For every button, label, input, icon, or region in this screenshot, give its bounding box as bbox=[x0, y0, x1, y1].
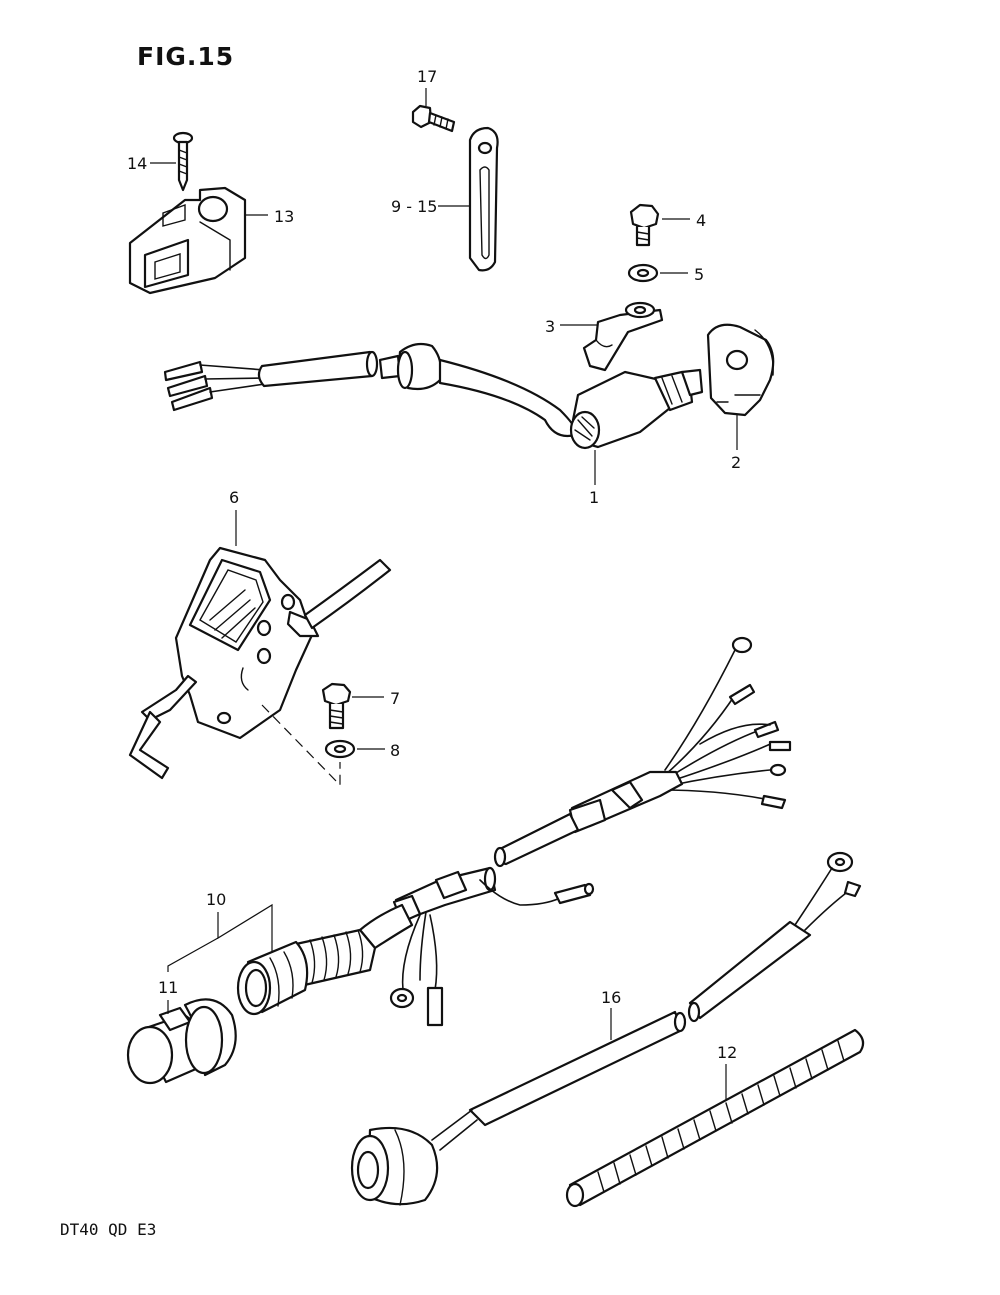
part-9-15-strap bbox=[468, 126, 499, 272]
part-7-bolt bbox=[321, 682, 352, 730]
callout-11: 11 bbox=[158, 978, 178, 997]
part-4-bolt bbox=[629, 203, 660, 247]
figure-title: FIG.15 bbox=[137, 42, 235, 71]
callout-12: 12 bbox=[717, 1043, 737, 1062]
callout-16: 16 bbox=[601, 988, 621, 1007]
part-10-main-harness bbox=[236, 636, 792, 1027]
part-8-washer bbox=[324, 739, 356, 759]
callout-17: 17 bbox=[417, 67, 437, 86]
callout-8: 8 bbox=[390, 741, 400, 760]
part-13-cord-clamp bbox=[128, 186, 247, 295]
part-16-lead-wire bbox=[350, 851, 862, 1206]
part-3-bracket bbox=[582, 301, 664, 372]
callout-4: 4 bbox=[696, 211, 706, 230]
callout-5: 5 bbox=[694, 265, 704, 284]
part-17-bolt bbox=[411, 104, 456, 133]
part-12-spiral-tube bbox=[565, 1028, 865, 1208]
part-6-switch-panel bbox=[128, 546, 392, 780]
callout-9-15: 9 - 15 bbox=[391, 197, 437, 216]
callout-6: 6 bbox=[229, 488, 239, 507]
assembly-guide-line bbox=[261, 704, 341, 787]
callout-3: 3 bbox=[545, 317, 555, 336]
model-code: DT40 QD E3 bbox=[60, 1220, 157, 1239]
callout-7: 7 bbox=[390, 689, 400, 708]
callout-14: 14 bbox=[127, 154, 147, 173]
part-2-bracket bbox=[706, 323, 775, 417]
leader-11 bbox=[167, 937, 219, 1014]
part-1-switch-harness bbox=[163, 342, 704, 450]
leader-10 bbox=[217, 903, 273, 952]
part-11-cap bbox=[126, 998, 237, 1085]
callout-2: 2 bbox=[731, 453, 741, 472]
part-5-washer bbox=[627, 263, 659, 283]
part-14-screw bbox=[172, 131, 194, 192]
callout-10: 10 bbox=[206, 890, 226, 909]
callout-1: 1 bbox=[589, 488, 599, 507]
callout-13: 13 bbox=[274, 207, 294, 226]
